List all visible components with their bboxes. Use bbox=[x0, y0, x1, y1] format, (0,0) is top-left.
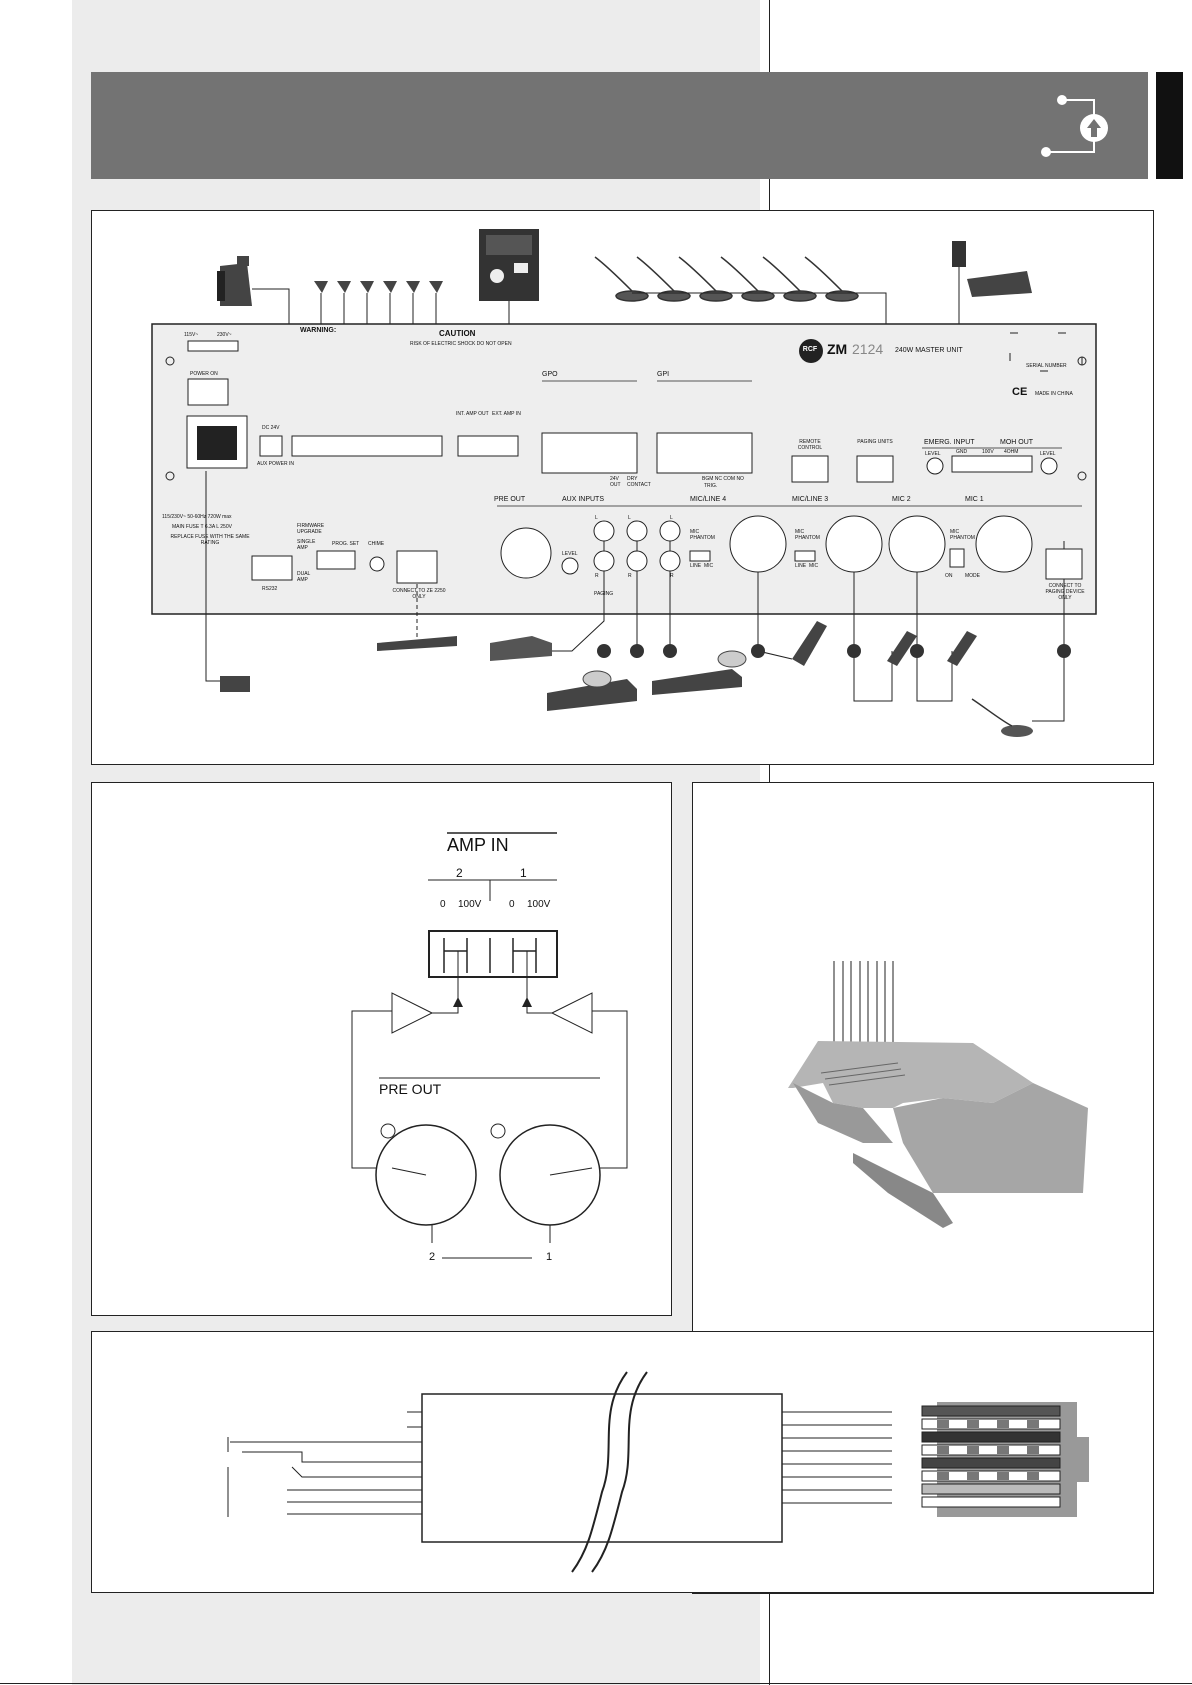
on-label: ON bbox=[945, 573, 953, 579]
pre-out-label: PRE OUT bbox=[494, 496, 526, 503]
serial-number-label: SERIAL NUMBER bbox=[1026, 363, 1067, 369]
made-in-label: MADE IN CHINA bbox=[1035, 391, 1073, 397]
cable-wiring-section bbox=[91, 1331, 1154, 1593]
int-amp-out-label: INT. AMP OUT bbox=[456, 411, 489, 417]
mic-4-label: MIC bbox=[704, 563, 714, 569]
brand-logo-text: RCF bbox=[802, 346, 818, 353]
section-tab bbox=[1156, 72, 1183, 179]
replace-fuse-label: REPLACE FUSE WITH THE SAME RATING bbox=[170, 534, 250, 546]
amp-in-label: AMP IN bbox=[447, 835, 509, 855]
4ohm-label: 4OHM bbox=[1004, 449, 1019, 455]
dry-contact-label: DRY CONTACT bbox=[627, 476, 651, 488]
emerg-input-label: EMERG. INPUT bbox=[924, 439, 975, 446]
aux3-r-label: R bbox=[670, 573, 674, 579]
page-bottom-rule bbox=[0, 1683, 1192, 1684]
dual-amp-label: DUAL AMP bbox=[297, 571, 311, 583]
rear-panel-connections-section: RCF ZM 2124 240W MASTER UNIT SERIAL NUMB… bbox=[91, 210, 1154, 765]
moh-level-label: LEVEL bbox=[1040, 451, 1056, 457]
gpi-label: GPI bbox=[657, 371, 670, 378]
mic-phantom-4-label: MIC PHANTOM bbox=[690, 529, 715, 541]
paging-label: PAGING bbox=[594, 591, 614, 597]
ce-mark: CE bbox=[1012, 386, 1028, 398]
connect-ze-label: CONNECT TO ZE 2250 ONLY bbox=[392, 588, 446, 600]
aux1-r-label: R bbox=[595, 573, 599, 579]
voltage-115-label: 115V~ bbox=[184, 332, 199, 338]
aux2-l-label: L bbox=[628, 515, 631, 521]
mic-line-4-label: MIC/LINE 4 bbox=[690, 496, 727, 503]
cable-wiring-diagram bbox=[227, 1371, 1089, 1573]
rj45-connector-drawing bbox=[788, 961, 1088, 1228]
gpo-label: GPO bbox=[542, 371, 558, 378]
bgm-nc-com-no-label: BGM NC COM NO bbox=[702, 476, 744, 482]
mic-phantom-3-label: MIC PHANTOM bbox=[795, 529, 820, 541]
main-fuse-label: MAIN FUSE T 6.3A L 250V bbox=[172, 524, 232, 530]
mic-line-3-label: MIC/LINE 3 bbox=[792, 496, 829, 503]
dc-24v-label: DC 24V bbox=[262, 425, 280, 431]
amp-in-pre-out-section: AMP IN 2 1 0 100V 0 100V PRE OUT 2 1 bbox=[91, 782, 672, 1316]
prog-set-label: PROG. SET bbox=[332, 541, 360, 547]
paging-units-label: PAGING UNITS bbox=[857, 439, 893, 445]
voltage-230-label: 230V~ bbox=[217, 332, 232, 338]
ch1-terminal-100v: 100V bbox=[527, 899, 551, 910]
mic-2-label: MIC 2 bbox=[892, 496, 911, 503]
warning-title: WARNING: bbox=[300, 327, 337, 334]
caution-text: RISK OF ELECTRIC SHOCK DO NOT OPEN bbox=[410, 341, 512, 347]
mic-phantom-1-label: MIC PHANTOM bbox=[950, 529, 975, 541]
model-name: ZM bbox=[827, 341, 848, 357]
ch2-terminal-100v: 100V bbox=[458, 899, 482, 910]
amp-channel-1: 1 bbox=[520, 866, 527, 880]
trig-label: TRIG. bbox=[704, 483, 718, 489]
caution-title: CAUTION bbox=[439, 329, 476, 338]
moh-out-label: MOH OUT bbox=[1000, 439, 1034, 446]
connect-paging-label: CONNECT TO PAGING DEVICE ONLY bbox=[1045, 583, 1085, 601]
remote-control-label: REMOTE CONTROL bbox=[797, 439, 823, 451]
pre-out-heading: PRE OUT bbox=[379, 1081, 442, 1097]
aux-level-label: LEVEL bbox=[562, 551, 578, 557]
24v-out-label: 24V OUT bbox=[610, 476, 621, 488]
100v-label: 100V bbox=[982, 449, 994, 455]
firmware-label: FIRMWARE UPGRADE bbox=[297, 523, 325, 535]
unit-name: 240W MASTER UNIT bbox=[895, 347, 963, 354]
chime-label: CHIME bbox=[368, 541, 385, 547]
aux1-l-label: L bbox=[595, 515, 598, 521]
amp-in-pre-out-diagram bbox=[351, 832, 628, 1259]
header-bar bbox=[91, 72, 1148, 179]
aux2-r-label: R bbox=[628, 573, 632, 579]
pre-out-1-label: 1 bbox=[546, 1251, 553, 1263]
model-number: 2124 bbox=[852, 341, 884, 357]
aux-power-label: AUX POWER IN bbox=[257, 461, 294, 467]
single-amp-label: SINGLE AMP bbox=[297, 539, 316, 551]
aux3-l-label: L bbox=[670, 515, 673, 521]
ch1-terminal-0: 0 bbox=[509, 899, 515, 910]
ch2-terminal-0: 0 bbox=[440, 899, 446, 910]
mode-label: MODE bbox=[965, 573, 980, 579]
mic-3-label: MIC bbox=[809, 563, 819, 569]
line-4-label: LINE bbox=[690, 563, 702, 569]
amp-channel-2: 2 bbox=[456, 866, 463, 880]
mic-1-label: MIC 1 bbox=[965, 496, 984, 503]
gnd-label: GND bbox=[956, 449, 968, 455]
emerg-level-label: LEVEL bbox=[925, 451, 941, 457]
rs232-label: RS232 bbox=[262, 586, 278, 592]
pre-out-2-label: 2 bbox=[429, 1251, 436, 1263]
aux-inputs-label: AUX INPUTS bbox=[562, 496, 605, 503]
connection-wires bbox=[151, 229, 1097, 737]
mains-rating-label: 115/230V~ 50-60Hz 720W max bbox=[162, 514, 232, 520]
power-on-label: POWER ON bbox=[190, 371, 218, 377]
connection-icon bbox=[1041, 95, 1108, 157]
line-3-label: LINE bbox=[795, 563, 807, 569]
ext-amp-in-label: EXT. AMP IN bbox=[492, 411, 521, 417]
